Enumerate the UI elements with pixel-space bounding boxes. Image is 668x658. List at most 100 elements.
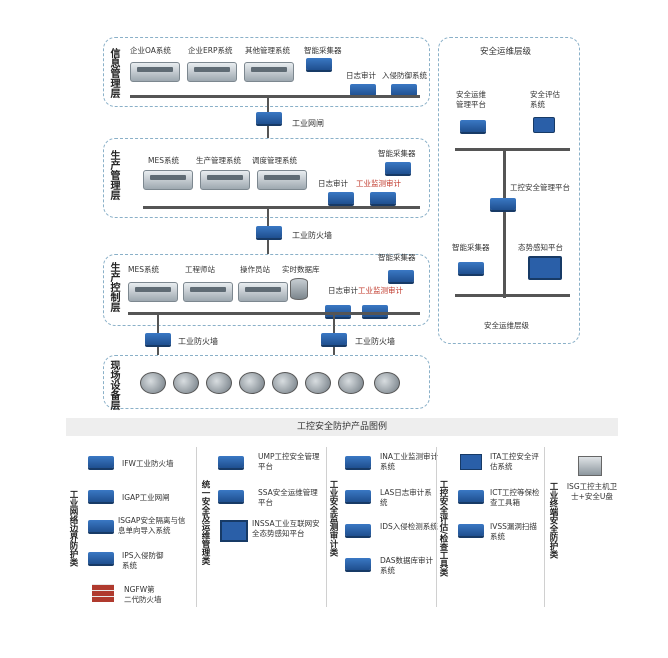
production-bus — [143, 206, 420, 209]
legend-inssa-text: INSSA工业互联网安全态势感知平台 — [252, 519, 320, 538]
ctrl-operator-label: 操作员站 — [240, 265, 270, 274]
ops-collector-label: 智能采集器 — [452, 243, 490, 252]
firewall-mid-device — [256, 226, 282, 238]
ops-top-bus — [455, 148, 570, 151]
field-meter-icon — [239, 372, 265, 394]
prod-server-mes-label: MES系统 — [148, 156, 179, 165]
info-server-erp-label: 企业ERP系统 — [188, 46, 233, 55]
prod-server-dispatch — [257, 170, 307, 190]
legend-isgap-text: ISGAP安全隔离与信息单向导入系统 — [118, 516, 186, 535]
ctrl-monitor-label: 工业监测审计 — [358, 286, 403, 295]
legend-ssa-device — [218, 490, 244, 502]
legend-ina-text: INA工业监测审计系统 — [380, 452, 438, 471]
legend-ngfw-text: NGFW第二代防火墙 — [124, 585, 162, 604]
legend-ita-text: ITA工控安全评估系统 — [490, 452, 539, 471]
info-bus — [130, 95, 420, 98]
legend-ngfw-firewall-icon — [92, 584, 114, 602]
prod-server-mgmt-label: 生产管理系统 — [196, 156, 241, 165]
info-server-erp — [187, 62, 237, 82]
info-server-oa-label: 企业OA系统 — [130, 46, 171, 55]
ops-ics-platform-device — [490, 198, 516, 210]
legend-ict-device — [458, 490, 484, 502]
field-layer-label: 现场设备层 — [108, 360, 119, 410]
ops-title: 安全运维层级 — [480, 47, 532, 57]
legend-las-text: LAS日志审计系统 — [380, 488, 432, 507]
ctrl-rtdb-label: 实时数据库 — [282, 265, 320, 274]
field-gauge-icon — [272, 372, 298, 394]
ops-platform-device — [460, 120, 486, 132]
ctrl-monitor-device — [362, 305, 388, 317]
ops-bottom-label: 安全运维层级 — [484, 321, 529, 330]
legend-cat1-label: 工业网络边界防护类 — [68, 490, 78, 567]
field-bracket-icon — [338, 372, 364, 394]
gateway-device — [256, 112, 282, 124]
ops-collector-device — [458, 262, 484, 274]
prod-monitor-device — [370, 192, 396, 204]
prod-collector-label: 智能采集器 — [378, 149, 416, 158]
control-layer-label: 生产控制层 — [108, 262, 119, 312]
ops-situation-monitor-icon — [528, 256, 562, 280]
legend-ivss-text: IVSS漏洞扫描系统 — [490, 522, 537, 541]
legend-igap-text: IGAP工业网闸 — [122, 493, 170, 502]
legend-ump-text: UMP工控安全管理平台 — [258, 452, 320, 471]
legend-divider-2 — [326, 447, 327, 607]
ops-bottom-bus — [455, 294, 570, 297]
ctrl-engineer-station — [183, 282, 233, 302]
legend-ump-device — [218, 456, 244, 468]
firewall-right-label: 工业防火墙 — [355, 337, 395, 346]
legend-isg-host-icon — [578, 456, 602, 476]
info-server-oa — [130, 62, 180, 82]
legend-ivss-device — [458, 524, 484, 536]
production-layer-label: 生产管理层 — [108, 150, 119, 200]
ops-eval-label: 安全评估系统 — [530, 90, 560, 109]
ctrl-engineer-label: 工程师站 — [185, 265, 215, 274]
legend-cat5-label: 工业终端安全防护类 — [548, 482, 558, 559]
field-pump-icon — [305, 372, 331, 394]
firewall-right-device — [321, 333, 347, 345]
legend-cat3-label: 工业安全监测审计类 — [328, 480, 338, 557]
legend-ssa-text: SSA安全运维管理平台 — [258, 488, 318, 507]
info-audit-label: 日志审计 — [346, 71, 376, 80]
legend-ids-text: IDS入侵检测系统 — [380, 522, 438, 531]
ops-ics-platform-label: 工控安全管理平台 — [510, 183, 570, 192]
firewall-left-label: 工业防火墙 — [178, 337, 218, 346]
legend-ids-device — [345, 524, 371, 536]
legend-las-device — [345, 490, 371, 502]
legend-igap-device — [88, 490, 114, 502]
legend-ifw-device — [88, 456, 114, 468]
legend-divider-1 — [196, 447, 197, 607]
ops-situation-label: 态势感知平台 — [518, 243, 563, 252]
legend-cat4-label: 工控安全评估/检查工具类 — [438, 480, 448, 577]
prod-server-mes — [143, 170, 193, 190]
prod-server-dispatch-label: 调度管理系统 — [252, 156, 297, 165]
ctrl-mes-server — [128, 282, 178, 302]
info-audit-device — [350, 84, 376, 96]
legend-ita-laptop-icon — [460, 454, 482, 470]
info-collector-device — [306, 58, 332, 70]
info-server-other — [244, 62, 294, 82]
legend-das-device — [345, 558, 371, 570]
legend-isgap-device — [88, 520, 114, 532]
field-valve-icon — [173, 372, 199, 394]
legend-divider-3 — [436, 447, 437, 607]
ctrl-mes-label: MES系统 — [128, 265, 159, 274]
firewall-left-device — [145, 333, 171, 345]
legend-ifw-text: IFW工业防火墙 — [122, 459, 174, 468]
legend-inssa-monitor-icon — [220, 520, 248, 542]
legend-ips-text: IPS入侵防御系统 — [122, 551, 164, 570]
prod-collector-device — [385, 162, 411, 174]
legend-ips-device — [88, 552, 114, 564]
ctrl-audit-label: 日志审计 — [328, 286, 358, 295]
ctrl-operator-station — [238, 282, 288, 302]
info-server-other-label: 其他管理系统 — [245, 46, 290, 55]
info-collector-label: 智能采集器 — [304, 46, 342, 55]
info-ips-label: 入侵防御系统 — [382, 71, 427, 80]
legend-das-text: DAS数据库审计系统 — [380, 556, 434, 575]
legend-isg-text: ISG工控主机卫士+安全U盘 — [566, 482, 618, 501]
prod-server-mgmt — [200, 170, 250, 190]
info-ips-device — [391, 84, 417, 96]
ctrl-rtdb-cylinder — [290, 278, 308, 300]
legend-cat2-label: 统一安全及运维管理类 — [200, 480, 210, 565]
field-actuator-icon — [374, 372, 400, 394]
ctrl-collector-label: 智能采集器 — [378, 253, 416, 262]
